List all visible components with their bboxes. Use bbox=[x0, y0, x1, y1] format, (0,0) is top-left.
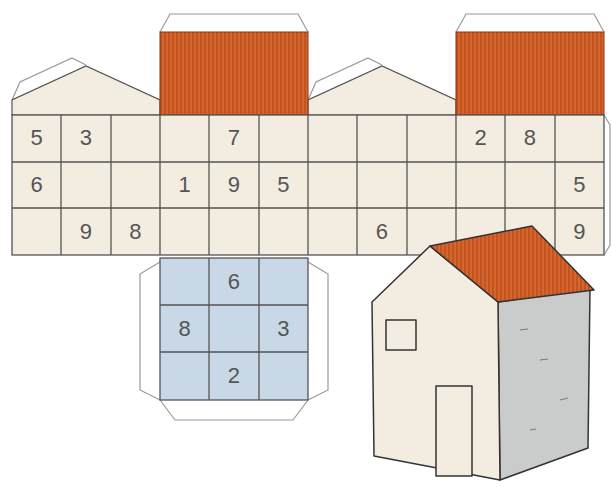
roof-panel bbox=[456, 32, 604, 115]
sudoku-digit: 9 bbox=[61, 208, 110, 255]
sudoku-digit: 6 bbox=[12, 162, 61, 209]
sudoku-digit: 1 bbox=[160, 162, 209, 209]
sudoku-digit: 5 bbox=[259, 162, 308, 209]
sudoku-digit: 9 bbox=[209, 162, 258, 209]
sudoku-digit: 6 bbox=[209, 258, 258, 305]
sudoku-digit: 9 bbox=[555, 208, 604, 255]
sudoku-face: 2859 bbox=[456, 115, 604, 255]
sudoku-face: 68 32 bbox=[160, 258, 308, 400]
sudoku-face: 53698 bbox=[12, 115, 160, 255]
sudoku-digit: 5 bbox=[12, 115, 61, 162]
sudoku-digit: 2 bbox=[209, 353, 258, 400]
sudoku-digit: 6 bbox=[357, 208, 406, 255]
sudoku-face: 7195 bbox=[160, 115, 308, 255]
sudoku-digit: 2 bbox=[456, 115, 505, 162]
sudoku-digit: 3 bbox=[259, 305, 308, 352]
roof-panel bbox=[160, 32, 308, 115]
house-illustration bbox=[372, 226, 594, 480]
sudoku-face: 6 bbox=[308, 115, 456, 255]
sudoku-digit: 8 bbox=[160, 305, 209, 352]
sudoku-digit: 8 bbox=[111, 208, 160, 255]
floor-face bbox=[160, 258, 308, 400]
gable bbox=[12, 66, 160, 115]
sudoku-digit: 5 bbox=[555, 162, 604, 209]
sudoku-digit: 7 bbox=[209, 115, 258, 162]
sudoku-digit: 8 bbox=[505, 115, 554, 162]
sudoku-digit: 3 bbox=[61, 115, 110, 162]
gable bbox=[308, 66, 456, 115]
